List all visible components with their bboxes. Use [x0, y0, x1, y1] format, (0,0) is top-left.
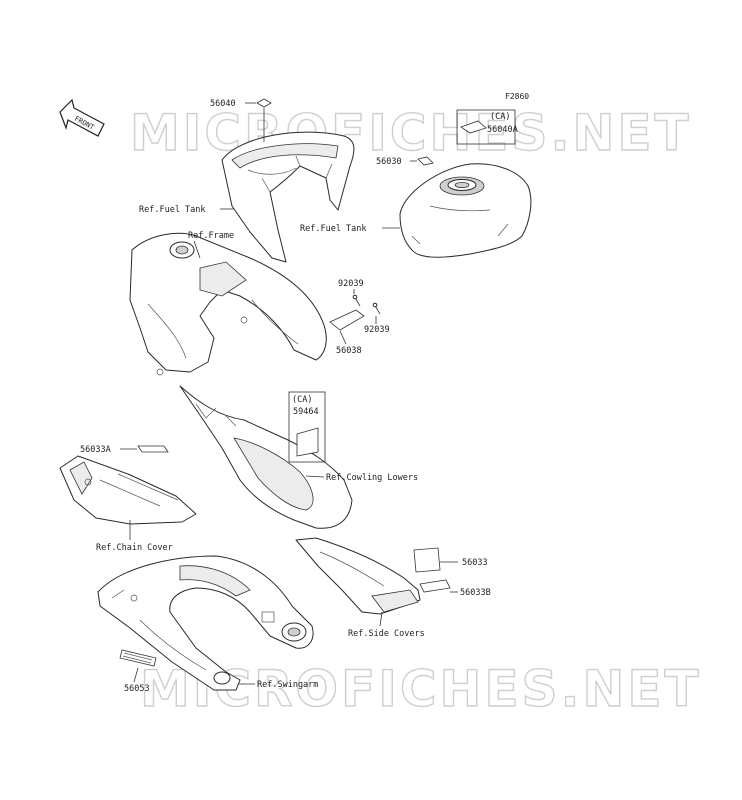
decal-56030: [417, 156, 434, 166]
cowling-lower-part: [179, 385, 353, 529]
decal-59464: [296, 427, 319, 457]
side-cover-part: [295, 537, 421, 615]
label-92039-right: 92039: [364, 325, 390, 335]
label-ref-fuel-tank-left: Ref.Fuel Tank: [139, 205, 206, 215]
bolt-92039-top: [352, 294, 361, 307]
decal-56053: [119, 649, 157, 667]
label-56038: 56038: [336, 346, 362, 356]
label-56040A-ca: (CA): [490, 112, 510, 122]
ca-box-59464: [288, 391, 326, 463]
watermark-top: MICROFICHES.NET: [130, 104, 692, 162]
label-59464-ca: (CA): [292, 395, 312, 405]
label-56053: 56053: [124, 684, 150, 694]
fuel-tank-part: [399, 163, 532, 258]
bolt-92039-right: [372, 302, 381, 315]
chain-cover-part: [59, 455, 197, 525]
label-92039-top: 92039: [338, 279, 364, 289]
ca-box-56040A: [456, 109, 516, 145]
label-ref-frame: Ref.Frame: [188, 231, 234, 241]
label-ref-cowling-lowers: Ref.Cowling Lowers: [326, 473, 418, 483]
decal-56033A: [137, 445, 169, 453]
decal-56033B: [419, 579, 451, 593]
label-56030: 56030: [376, 157, 402, 167]
label-59464: 59464: [293, 407, 319, 417]
front-arrow-icon: FRONT: [59, 98, 105, 137]
label-56033B: 56033B: [460, 588, 491, 598]
frame-part: [129, 232, 327, 376]
label-56040A: 56040A: [487, 125, 518, 135]
label-56033: 56033: [462, 558, 488, 568]
label-ref-side-covers: Ref.Side Covers: [348, 629, 425, 639]
figure-code: F2860: [505, 92, 529, 101]
label-ref-fuel-tank-right: Ref.Fuel Tank: [300, 224, 367, 234]
label-56040: 56040: [210, 99, 236, 109]
label-ref-swingarm: Ref.Swingarm: [257, 680, 318, 690]
label-ref-chain-cover: Ref.Chain Cover: [96, 543, 173, 553]
bracket-56038: [329, 309, 365, 331]
decal-56033: [413, 547, 441, 573]
swingarm-part: [97, 555, 314, 691]
decal-56040A: [460, 120, 487, 134]
seat-cowl-part: [221, 131, 355, 263]
decal-56040: [256, 98, 272, 108]
label-56033A: 56033A: [80, 445, 111, 455]
